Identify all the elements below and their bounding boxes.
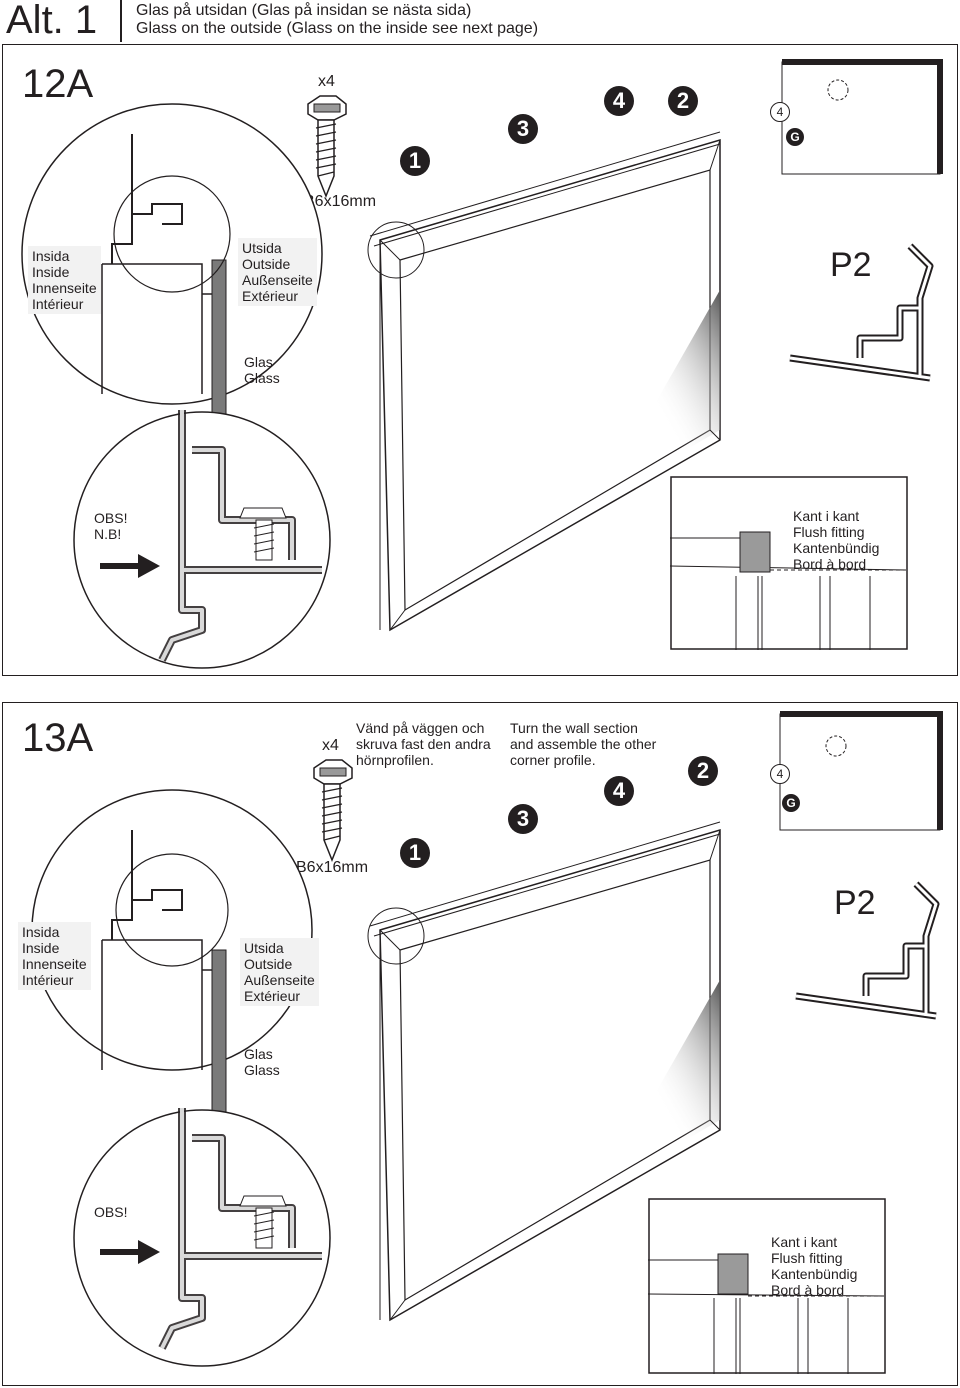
corner-plan-13a [779, 711, 943, 831]
profile-detail-lower [73, 410, 331, 669]
corner-marker-g: G [782, 794, 800, 812]
flush-detail-12a [669, 476, 908, 650]
screw-icon [307, 95, 347, 199]
corner-marker-4: 4 [770, 102, 790, 122]
obs-label-12a: OBS!N.B! [94, 510, 128, 542]
corner-plan-12a [781, 59, 943, 175]
profile-label-13a: P2 [834, 884, 876, 922]
profile-label-12a: P2 [830, 246, 872, 284]
marker-3: 3 [508, 804, 538, 834]
screw-size-13a: B6x16mm [296, 859, 369, 876]
page-title: Alt. 1 [6, 0, 98, 42]
marker-4: 4 [604, 86, 634, 116]
header-divider [120, 0, 122, 42]
corner-marker-g: G [786, 128, 804, 146]
screw-icon [313, 759, 353, 863]
profile-detail-upper [21, 103, 323, 451]
obs-label-13a: OBS! [94, 1204, 128, 1220]
marker-1: 1 [400, 838, 430, 868]
header-line-sv: Glas på utsidan (Glas på insidan se näst… [136, 2, 472, 19]
p2-profile-icon [795, 881, 940, 1020]
corner-marker-4: 4 [770, 764, 790, 784]
marker-1: 1 [400, 146, 430, 176]
marker-2: 2 [688, 756, 718, 786]
step-12a-label: 12A [22, 62, 94, 106]
header-line-en: Glass on the outside (Glass on the insid… [136, 20, 539, 37]
p2-profile-icon [789, 243, 934, 382]
screw-quantity: x4 [318, 73, 335, 90]
marker-3: 3 [508, 114, 538, 144]
wall-frame-12a [367, 131, 721, 632]
marker-4: 4 [604, 776, 634, 806]
screw-quantity-13a: x4 [322, 737, 339, 754]
wall-frame-13a [367, 821, 721, 1322]
step-13a-label: 13A [22, 716, 94, 760]
flush-detail-13a [647, 1198, 886, 1374]
screw-size: B6x16mm [304, 193, 377, 210]
marker-2: 2 [668, 86, 698, 116]
profile-detail-lower-13a [73, 1108, 331, 1367]
